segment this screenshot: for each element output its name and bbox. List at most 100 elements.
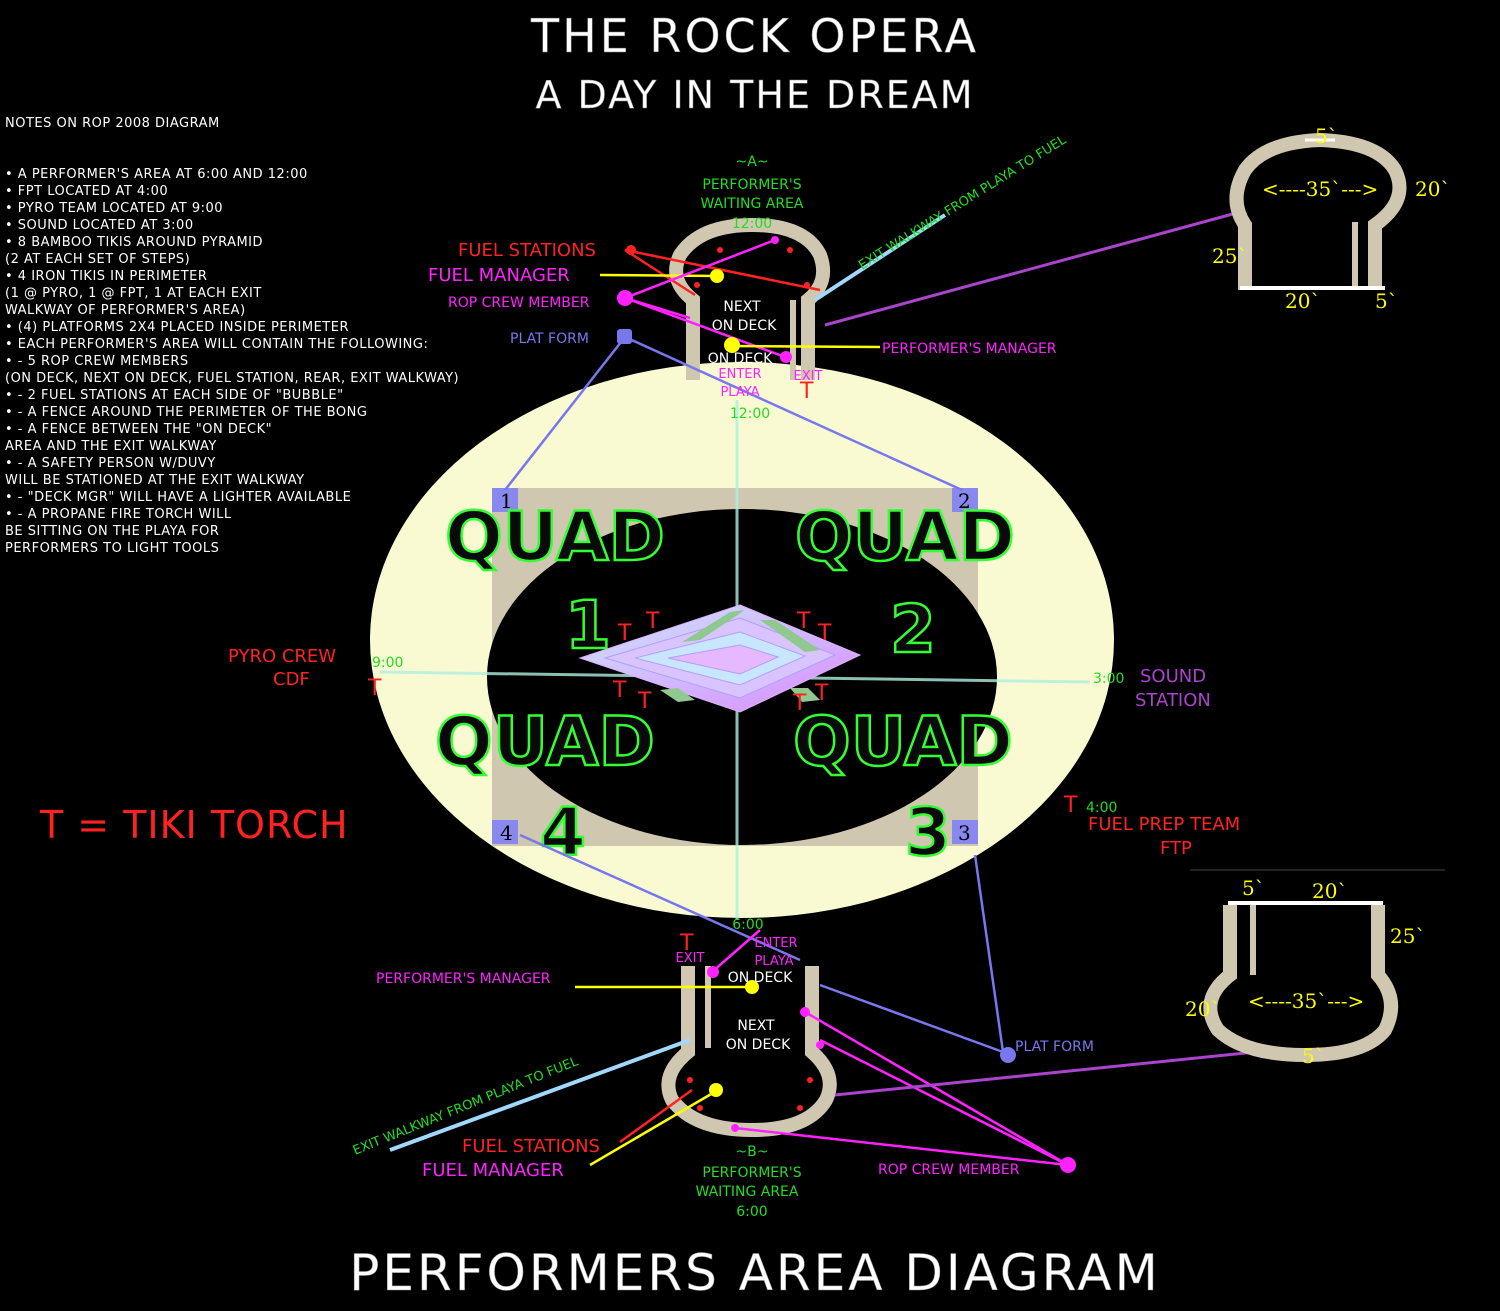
perf-b-waiting2: WAITING AREA [696, 1184, 799, 1200]
notes-line: • - A PROPANE FIRE TORCH WILL [5, 507, 232, 522]
tiki-legend: T = TIKI TORCH [39, 803, 349, 847]
notes-line: • A PERFORMER'S AREA AT 6:00 AND 12:00 [5, 167, 308, 182]
dim-bottom-b: 20` [1312, 879, 1347, 903]
dims-top-drawing [1229, 132, 1407, 290]
notes-line: • (4) PLATFORMS 2X4 PLACED INSIDE PERIME… [5, 320, 349, 335]
next-b: NEXT [737, 1018, 775, 1034]
notes-panel: NOTES ON ROP 2008 DIAGRAM • A PERFORMER'… [5, 115, 475, 557]
top-connectors [504, 210, 1241, 492]
fuel-stations-a: FUEL STATIONS [458, 240, 596, 261]
perf-b-tag: ~B~ [735, 1144, 768, 1160]
playa-b: PLAYA [754, 954, 793, 969]
notes-line: • - A SAFETY PERSON W/DUVY [5, 456, 216, 471]
fuel-prep-label: FUEL PREP TEAM [1088, 814, 1240, 835]
notes-line: • 8 BAMBOO TIKIS AROUND PYRAMID [5, 235, 264, 250]
tiki-pyro: T [367, 676, 382, 701]
perf-b-divider [705, 966, 711, 1048]
notes-line: • PYRO TEAM LOCATED AT 9:00 [5, 201, 224, 216]
enter-b: ENTER [754, 936, 797, 951]
performer-area-a [669, 217, 830, 380]
playa-a: PLAYA [720, 385, 759, 400]
exit-walkway-a: EXIT WALKWAY FROM PLAYA TO FUEL [856, 132, 1069, 273]
quad-number-3: 3 [905, 794, 951, 871]
quad-number-2: 2 [890, 591, 936, 668]
perf-b-waiting: PERFORMER'S [702, 1165, 801, 1181]
tiki-fpt: T [1063, 793, 1078, 818]
on-deck-a2: ON DECK [708, 351, 773, 367]
perf-b-red-dots [687, 1077, 813, 1111]
on-deck-a: ON DECK [712, 318, 777, 334]
notes-line: • 4 IRON TIKIS IN PERIMETER [5, 269, 208, 284]
dim-top-a: 5` [1315, 124, 1338, 148]
plat-form-b: PLAT FORM [1015, 1039, 1094, 1055]
playa-b-time: 6:00 [732, 917, 763, 933]
quad-label-3: QUAD [793, 703, 1013, 782]
sound-station-label: STATION [1135, 690, 1211, 711]
platform-3 [952, 820, 978, 844]
tiki-pyramid-6: T [637, 689, 652, 714]
dim-bottom-c: 25` [1390, 924, 1425, 948]
bottom-markers [707, 966, 1076, 1173]
notes-line: WALKWAY OF PERFORMER'S AREA) [5, 303, 246, 318]
tiki-pyramid-5: T [612, 678, 627, 703]
tiki-exit-a: T [799, 379, 814, 404]
dims-bottom-divider [1250, 905, 1256, 975]
tiki-exit-b: T [679, 931, 694, 956]
notes-line: (ON DECK, NEXT ON DECK, FUEL STATION, RE… [5, 371, 460, 386]
dims-top-divider [1352, 222, 1358, 290]
top-markers [617, 236, 792, 363]
perf-b-time: 6:00 [736, 1204, 767, 1220]
on-deck-b2: ON DECK [728, 970, 793, 986]
on-deck-b: ON DECK [726, 1037, 791, 1053]
tiki-pyramid-8: T [814, 681, 829, 706]
quad-label-2: QUAD [795, 498, 1015, 577]
perf-a-tag: ~A~ [735, 154, 768, 170]
perf-manager-b: PERFORMER'S MANAGER [376, 971, 551, 987]
notes-line: AREA AND THE EXIT WALKWAY [5, 439, 217, 454]
notes-line: • - A FENCE AROUND THE PERIMETER OF THE … [5, 405, 368, 420]
rop-crew-b: ROP CREW MEMBER [878, 1162, 1020, 1178]
pyramid [578, 604, 862, 713]
footer-title: PERFORMERS AREA DIAGRAM [349, 1244, 1160, 1302]
notes-heading: NOTES ON ROP 2008 DIAGRAM [5, 116, 220, 131]
notes-line: • - 5 ROP CREW MEMBERS [5, 354, 189, 369]
enter-a: ENTER [718, 367, 761, 382]
quad-label-4: QUAD [435, 703, 655, 782]
dim-bottom-a: 5` [1242, 876, 1265, 900]
quad-number-1: 1 [565, 587, 611, 664]
sound-label: SOUND [1140, 666, 1206, 687]
fuel-stations-b: FUEL STATIONS [462, 1136, 600, 1157]
notes-line: • - 2 FUEL STATIONS AT EACH SIDE OF "BUB… [5, 388, 344, 403]
perf-a-divider [790, 300, 796, 380]
quad-number-4: 4 [540, 794, 586, 871]
next-a: NEXT [723, 299, 761, 315]
platform-4 [492, 820, 518, 844]
notes-line: • SOUND LOCATED AT 3:00 [5, 218, 194, 233]
tiki-pyramid-2: T [645, 609, 660, 634]
perf-a-time: 12:00 [732, 216, 772, 232]
notes-line: BE SITTING ON THE PLAYA FOR [5, 524, 220, 539]
exit-b: EXIT [676, 951, 705, 966]
notes-line: (2 AT EACH SET OF STEPS) [5, 252, 191, 267]
sound-time: 3:00 [1093, 671, 1124, 687]
fuel-manager-b: FUEL MANAGER [422, 1160, 564, 1181]
fuel-manager-a: FUEL MANAGER [428, 265, 570, 286]
exit-a: EXIT [794, 369, 823, 384]
notes-line: • EACH PERFORMER'S AREA WILL CONTAIN THE… [5, 337, 429, 352]
dim-top-c: 20` [1415, 177, 1450, 201]
dims-top-bottom-bar [1240, 286, 1385, 290]
pyro-time: 9:00 [372, 655, 403, 671]
tiki-pyramid-3: T [796, 609, 811, 634]
dim-bottom-d: <----35`---> [1248, 989, 1364, 1013]
quad-label-1: QUAD [445, 498, 665, 577]
dims-bottom-drawing [1203, 905, 1399, 1063]
perf-a-waiting2: WAITING AREA [701, 196, 804, 212]
notes-line: • FPT LOCATED AT 4:00 [5, 184, 169, 199]
perf-a-waiting: PERFORMER'S [702, 177, 801, 193]
pyro-crew-label: PYRO CREW [228, 646, 336, 667]
fuel-prep-time: 4:00 [1086, 800, 1117, 816]
bottom-connectors [389, 833, 1276, 1167]
tiki-pyramid-1: T [617, 621, 632, 646]
platform-number-1: 1 [500, 489, 513, 513]
